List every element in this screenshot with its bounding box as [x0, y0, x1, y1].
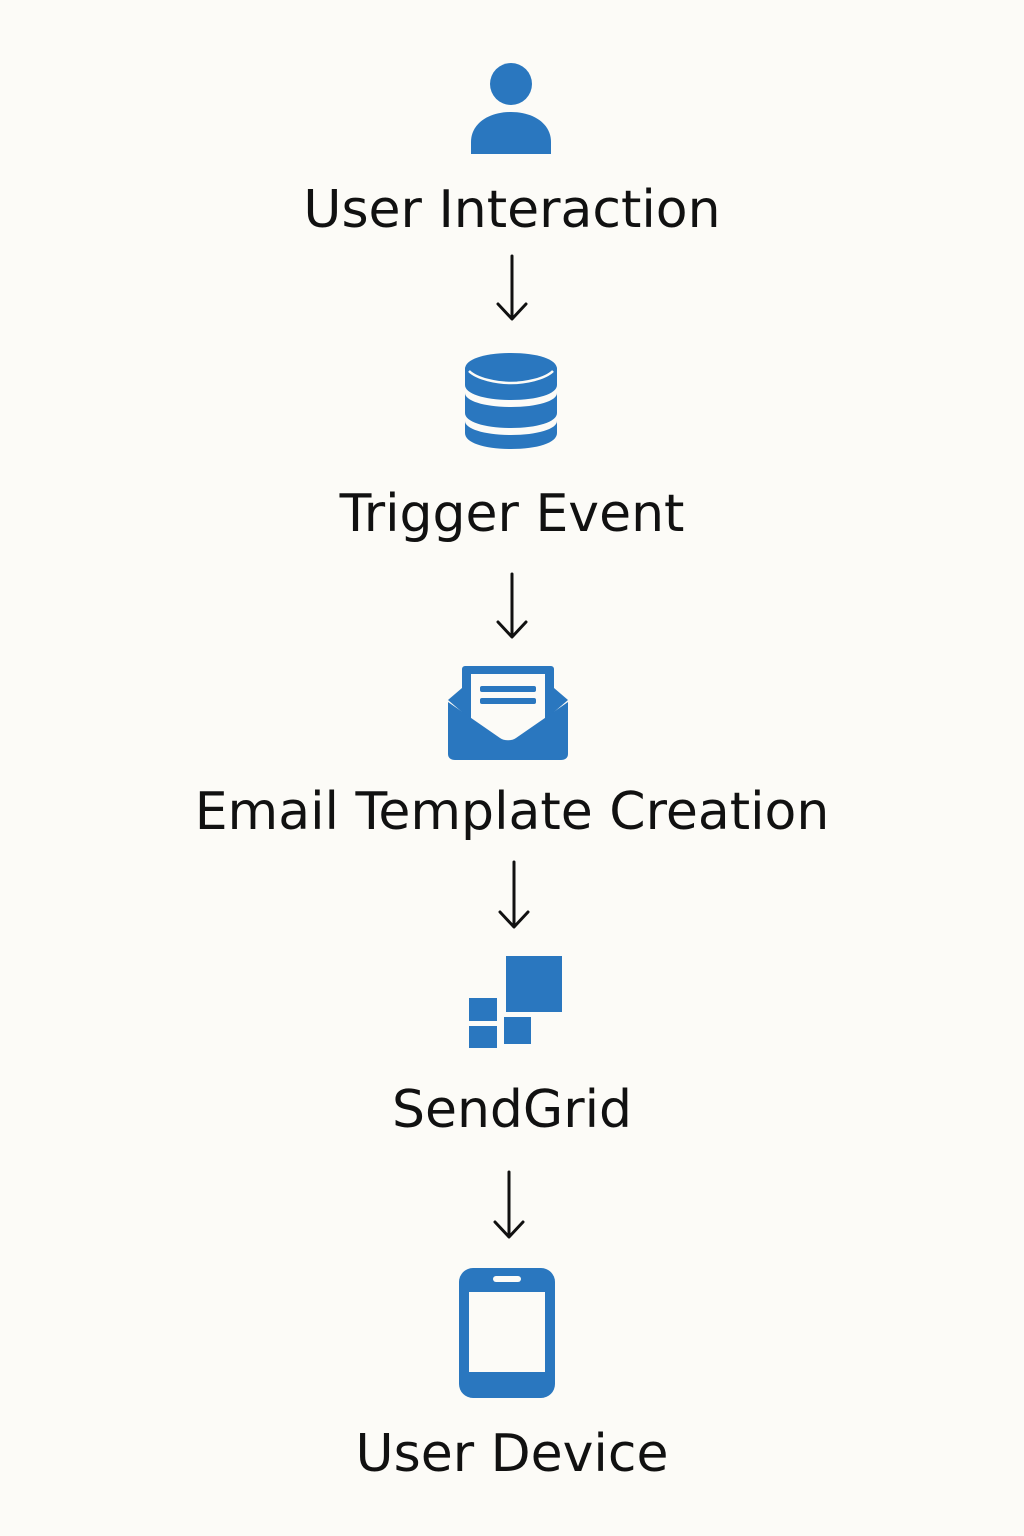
- step-label-sendgrid: SendGrid: [391, 1080, 633, 1140]
- arrow-down-icon: [496, 254, 528, 321]
- step-label-user-device: User Device: [355, 1424, 669, 1484]
- step-label-user-interaction: User Interaction: [303, 180, 721, 240]
- arrow-down-icon: [496, 572, 528, 639]
- sendgrid-logo-icon: [469, 956, 562, 1048]
- step-label-email-template-creation: Email Template Creation: [194, 782, 830, 842]
- step-label-trigger-event: Trigger Event: [339, 484, 685, 544]
- smartphone-icon: [459, 1268, 555, 1398]
- envelope-icon: [448, 666, 568, 760]
- database-icon: [465, 353, 557, 449]
- arrow-down-icon: [498, 860, 530, 929]
- user-icon: [471, 63, 551, 154]
- arrow-down-icon: [493, 1170, 525, 1239]
